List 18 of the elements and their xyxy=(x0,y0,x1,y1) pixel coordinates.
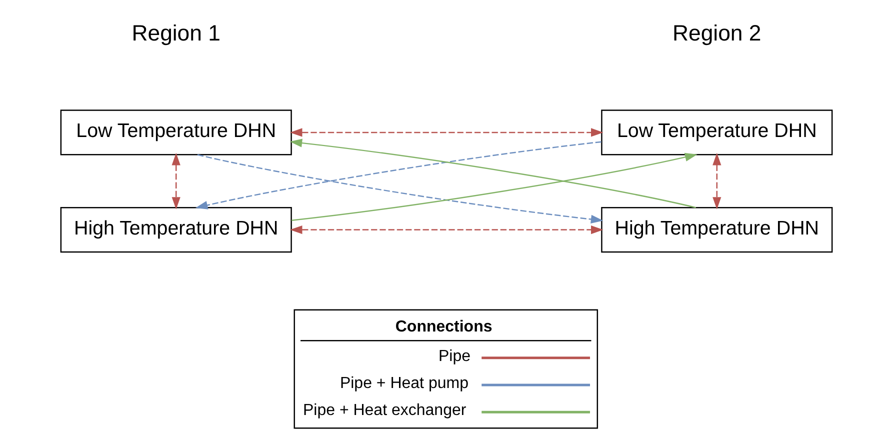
arrow xyxy=(290,128,604,137)
arrow xyxy=(290,225,604,234)
node-box: High Temperature DHN xyxy=(60,206,292,253)
arrow xyxy=(290,138,696,208)
legend-label: Pipe xyxy=(438,348,471,365)
label: Region 2 xyxy=(672,20,762,46)
legend-label: Pipe + Heat exchanger xyxy=(302,402,466,420)
arrow xyxy=(195,141,602,210)
arrow xyxy=(292,152,698,221)
node-box: Low Temperature DHN xyxy=(60,110,292,156)
node-box: High Temperature DHN xyxy=(601,206,833,253)
legend-label: Pipe + Heat pump xyxy=(340,374,468,392)
label: Connections xyxy=(395,318,492,336)
arrow xyxy=(197,154,604,224)
node-box: Low Temperature DHN xyxy=(601,110,833,156)
arrow xyxy=(172,152,180,210)
label: Region 1 xyxy=(132,20,220,46)
arrow xyxy=(712,152,722,210)
